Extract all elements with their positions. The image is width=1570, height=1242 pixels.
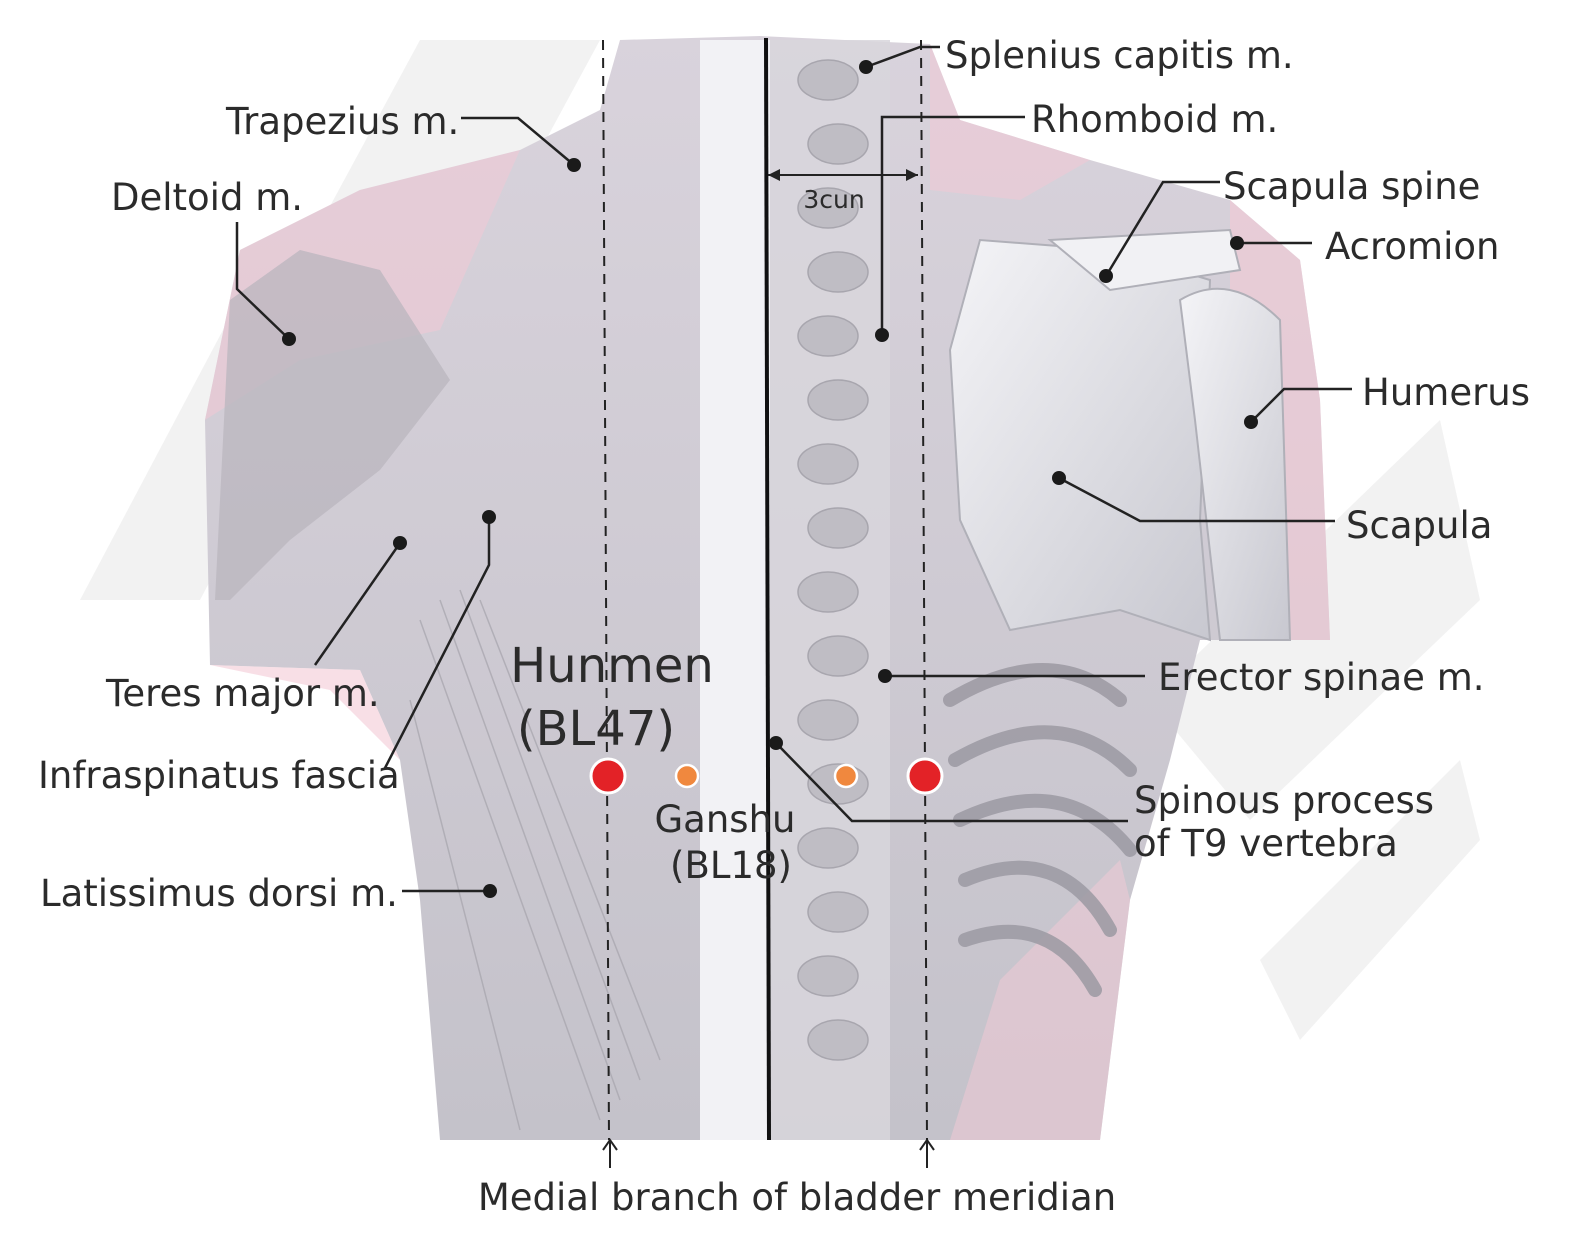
- vertebra: [797, 59, 859, 101]
- vertebra: [797, 827, 859, 869]
- teres-marker: [393, 536, 407, 550]
- hunmen-name: Hunmen: [510, 638, 714, 694]
- vertebra: [797, 187, 859, 229]
- trapezius-marker: [567, 158, 581, 172]
- hunmen-point-right: [906, 757, 944, 795]
- vertebra: [807, 507, 869, 549]
- vertebra: [797, 315, 859, 357]
- scapula-marker: [1052, 471, 1066, 485]
- ganshu-name: Ganshu: [655, 798, 796, 841]
- scapula-spine-marker: [1099, 269, 1113, 283]
- label-scapula: Scapula: [1346, 504, 1492, 547]
- vertebra: [807, 891, 869, 933]
- acromion-marker: [1230, 236, 1244, 250]
- acupoints: [589, 757, 944, 795]
- vertebra: [797, 955, 859, 997]
- scapula-bone: [948, 228, 1242, 642]
- vertebra: [807, 635, 869, 677]
- leader-dots: [282, 60, 1258, 898]
- posterior-midline: [764, 37, 771, 1141]
- leader-lines: [235, 45, 1352, 893]
- erector-marker: [878, 669, 892, 683]
- deltoid-muscle: [215, 250, 450, 600]
- vertebra: [807, 379, 869, 421]
- vertebra: [797, 443, 859, 485]
- vertebra: [797, 699, 859, 741]
- label-teres: Teres major m.: [105, 672, 380, 715]
- label-rhomboid: Rhomboid m.: [1031, 98, 1278, 141]
- splenius-marker: [859, 60, 873, 74]
- ganshu-point-right: [833, 763, 859, 789]
- hunmen-point-left: [589, 757, 627, 795]
- meridian-arrows: [602, 1138, 935, 1168]
- label-erector: Erector spinae m.: [1158, 656, 1485, 699]
- label-splenius: Splenius capitis m.: [945, 34, 1294, 77]
- bladder-meridian-lines: [602, 39, 928, 1141]
- ganshu-code: (BL18): [670, 844, 792, 887]
- ganshu-point-left: [674, 763, 700, 789]
- cun-label: 3cun: [803, 185, 864, 214]
- humerus-bone: [1178, 287, 1292, 641]
- rhomboid-marker: [875, 328, 889, 342]
- label-latissimus: Latissimus dorsi m.: [40, 872, 398, 915]
- vertebra: [797, 571, 859, 613]
- label-spinous-line1: Spinous process: [1134, 779, 1434, 822]
- latissimus-marker: [483, 884, 497, 898]
- meridian-label: Medial branch of bladder meridian: [478, 1176, 1116, 1219]
- label-humerus: Humerus: [1362, 371, 1530, 414]
- ribs: [943, 663, 1137, 997]
- infraspinatus-marker: [482, 510, 496, 524]
- hunmen-code: (BL47): [517, 701, 675, 757]
- spinous-marker: [769, 736, 783, 750]
- vertebra: [807, 251, 869, 293]
- label-acromion: Acromion: [1325, 225, 1499, 268]
- label-deltoid: Deltoid m.: [111, 176, 303, 219]
- latissimus-fibers: [409, 589, 661, 1131]
- humerus-marker: [1244, 415, 1258, 429]
- label-spinous-line2: of T9 vertebra: [1134, 822, 1398, 865]
- vertebrae: [797, 59, 869, 1061]
- vertebra: [807, 1019, 869, 1061]
- labels: Splenius capitis m. Rhomboid m. Scapula …: [38, 34, 1530, 1219]
- cun-measurement: 3cun: [768, 169, 918, 214]
- deltoid-marker: [282, 332, 296, 346]
- label-trapezius: Trapezius m.: [225, 100, 459, 143]
- label-scapula-spine: Scapula spine: [1223, 165, 1480, 208]
- vertebra: [807, 123, 869, 165]
- label-infraspinatus: Infraspinatus fascia: [38, 754, 400, 797]
